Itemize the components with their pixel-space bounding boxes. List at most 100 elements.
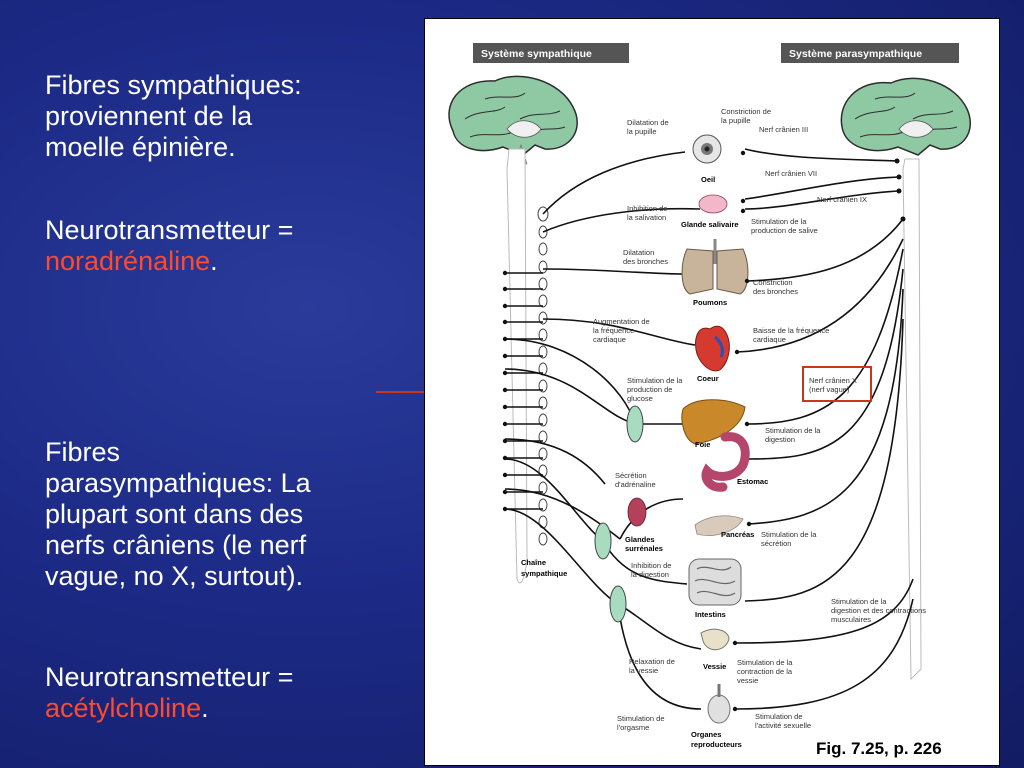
nt1-end: . (210, 246, 218, 276)
eye-icon (692, 134, 722, 164)
heart-icon (695, 325, 730, 372)
sym-synapse-dots (502, 270, 508, 512)
intestines-icon (688, 558, 742, 606)
sym-pupil-1: Dilatation de (627, 118, 669, 127)
figure-caption: Fig. 7.25, p. 226 (816, 739, 942, 758)
lungs-icon (681, 239, 749, 295)
para-line5: vague, no X, surtout). (45, 561, 304, 591)
para-intest-3: musculaires (831, 615, 871, 624)
label-organes-2: reproducteurs (691, 740, 742, 749)
header-right-box (781, 43, 959, 63)
sym-heart-1: Augmentation de (593, 317, 650, 326)
para-sexual-1: Stimulation de (755, 712, 803, 721)
label-intestins: Intestins (695, 610, 726, 619)
sym-title: Fibres sympathiques: (45, 70, 302, 100)
para-synapse-dots (732, 150, 906, 712)
label-surrenales-2: surrénales (625, 544, 663, 553)
sym-line3: moelle épinière. (45, 132, 236, 162)
sym-bronch-1: Dilatation (623, 248, 654, 257)
sym-glucose-2: production de (627, 385, 672, 394)
para-line3: plupart sont dans des (45, 499, 304, 529)
para-bladder-1: Stimulation de la (737, 658, 793, 667)
sym-glucose-3: glucose (627, 394, 653, 403)
header-left-box (473, 43, 629, 63)
label-coeur: Coeur (697, 374, 719, 383)
para-sexual-2: l'activité sexuelle (755, 721, 811, 730)
header-right: Système parasympathique (789, 48, 922, 60)
sym-saliva-2: la salivation (627, 213, 666, 222)
para-line2: parasympathiques: La (45, 468, 311, 498)
para-vagus-2: (nerf vague) (809, 385, 850, 394)
nt2-value: acétylcholine (45, 693, 202, 723)
para-line4: nerfs crâniens (le nerf (45, 530, 307, 560)
ans-diagram: Système sympathique Système parasympathi… (448, 43, 972, 749)
neurotransmitter-2-text: Neurotransmetteur = acétylcholine. (45, 662, 385, 724)
para-bronch-2: des bronches (753, 287, 798, 296)
sym-line2: proviennent de la (45, 101, 253, 131)
label-estomac: Estomac (737, 477, 768, 486)
right-spinal-cord (902, 158, 922, 681)
header-left: Système sympathique (481, 48, 592, 60)
para-pancreas-1: Stimulation de la (761, 530, 817, 539)
para-stomach-1: Stimulation de la (765, 426, 821, 435)
label-oeil: Oeil (701, 175, 715, 184)
sym-heart-2: la fréquence (593, 326, 634, 335)
adrenal-icon (627, 497, 647, 527)
para-saliva-2: production de salive (751, 226, 818, 235)
right-brain-icon (840, 77, 972, 156)
label-glande: Glande salivaire (681, 220, 739, 229)
para-paths (734, 148, 914, 710)
para-saliva-1: Stimulation de la (751, 217, 807, 226)
bladder-icon (700, 628, 730, 651)
para-pancreas-2: sécrétion (761, 539, 791, 548)
pancreas-icon (694, 515, 744, 536)
nt1-label: Neurotransmetteur = (45, 215, 294, 245)
label-foie: Foie (695, 440, 710, 449)
ans-figure: Système sympathique Système parasympathi… (424, 18, 1000, 766)
sym-adren-2: d'adrénaline (615, 480, 656, 489)
para-nerve7: Nerf crânien VII (765, 169, 817, 178)
sym-bladder-2: la vessie (629, 666, 658, 675)
sym-orgasm-1: Stimulation de (617, 714, 665, 723)
para-line1: Fibres (45, 437, 121, 467)
sym-orgasm-2: l'orgasme (617, 723, 649, 732)
nt2-end: . (201, 693, 209, 723)
sym-digest-1: Inhibition de (631, 561, 671, 570)
para-vagus-1: Nerf crânien X (809, 376, 857, 385)
sym-digest-2: la digestion (631, 570, 669, 579)
ganglia (594, 405, 644, 623)
para-heart-2: cardiaque (753, 335, 786, 344)
pointer-arrow-line (376, 391, 466, 393)
para-intest-2: digestion et des contractions (831, 606, 926, 615)
sym-bladder-1: Relaxation de (629, 657, 675, 666)
sympathetic-chain (537, 206, 549, 546)
sym-bronch-2: des bronches (623, 257, 668, 266)
vagus-highlight-box (802, 366, 872, 402)
nt1-line: noradrénaline. (45, 246, 385, 277)
liver-icon (681, 399, 746, 445)
neurotransmitter-1-text: Neurotransmetteur = noradrénaline. (45, 215, 385, 277)
para-nerve9: Nerf crânien IX (817, 195, 867, 204)
para-nerve3: Nerf crânien III (759, 125, 808, 134)
chain-label-1: Chaîne (521, 558, 546, 567)
sym-glucose-1: Stimulation de la (627, 376, 683, 385)
sym-postganglionic-paths (504, 151, 702, 710)
label-vessie: Vessie (703, 662, 726, 671)
stomach-icon (701, 432, 750, 492)
reproductive-organs-icon (707, 684, 731, 724)
label-poumons: Poumons (693, 298, 727, 307)
sympathetic-text: Fibres sympathiques: proviennent de la m… (45, 70, 385, 163)
sym-pupil-2: la pupille (627, 127, 657, 136)
para-bladder-3: vessie (737, 676, 758, 685)
parasympathetic-text: Fibres parasympathiques: La plupart sont… (45, 437, 395, 592)
para-bronch-1: Constriction (753, 278, 793, 287)
nt2-label: Neurotransmetteur = (45, 662, 294, 692)
nt1-value: noradrénaline (45, 246, 211, 276)
salivary-gland-icon (698, 194, 728, 214)
label-surrenales-1: Glandes (625, 535, 655, 544)
chain-label-2: sympathique (521, 569, 567, 578)
label-organes-1: Organes (691, 730, 721, 739)
label-pancreas: Pancréas (721, 530, 754, 539)
left-spinal-cord (506, 148, 528, 584)
para-pupil-1: Constriction de (721, 107, 771, 116)
